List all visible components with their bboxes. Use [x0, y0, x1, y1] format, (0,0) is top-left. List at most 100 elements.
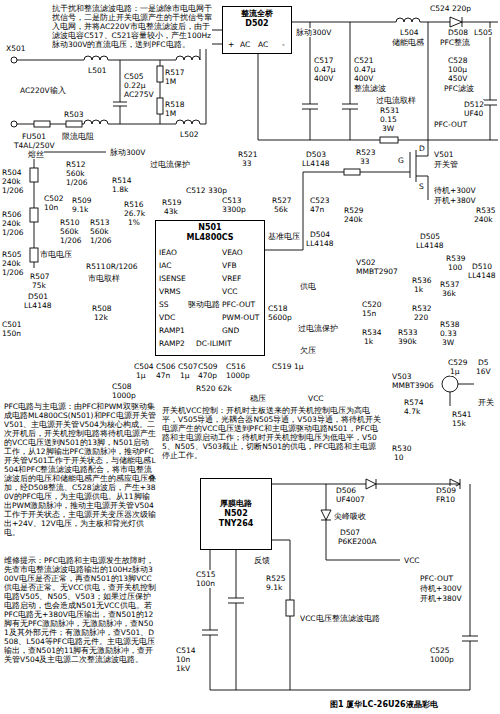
- component-label: 0.22μ: [124, 81, 145, 90]
- component-label: G: [398, 156, 404, 165]
- pin-name: ISENSE: [159, 274, 186, 283]
- component-label: R536: [412, 276, 432, 285]
- component-label: VCC电压整流滤波电路: [300, 614, 380, 623]
- component-label: 33: [360, 157, 370, 166]
- component-label: C518: [268, 304, 288, 313]
- terminal: [11, 57, 17, 63]
- wire: [272, 484, 478, 690]
- component-label: R527: [272, 196, 292, 205]
- component-label: 开机+380V: [420, 594, 462, 603]
- fuse-symbol: [34, 121, 50, 127]
- component-label: 0.47μ: [314, 65, 335, 74]
- component-label: D509: [436, 486, 456, 495]
- component-label: 100μ: [448, 65, 467, 74]
- component-label: AC: [240, 40, 250, 49]
- component-label: R504: [2, 168, 22, 177]
- component-label: 390k: [398, 337, 417, 346]
- ic-label: N501: [198, 223, 221, 233]
- pin-name: IEAO: [159, 248, 177, 257]
- component-label: S: [419, 182, 424, 191]
- component-label: 1μ: [180, 371, 190, 380]
- resistor-symbol: [66, 121, 82, 127]
- component-label: C525: [430, 646, 450, 655]
- resistor-symbol: [380, 137, 398, 143]
- component-label: 欠压: [300, 346, 316, 355]
- component-label: 26.7k: [124, 209, 145, 218]
- component-label: 100: [448, 263, 462, 272]
- component-label: PFC-OUT: [434, 120, 467, 129]
- component-label: R523: [356, 148, 376, 157]
- component-label: R517: [165, 68, 185, 77]
- component-label: PFC滤波: [444, 84, 474, 93]
- pin-name: PFC-OUT: [222, 300, 255, 309]
- component-label: 待机+300V: [434, 186, 476, 195]
- component-label: 1M: [165, 109, 176, 118]
- component-label: C523: [310, 196, 330, 205]
- component-label: C516: [226, 362, 246, 371]
- resistor-symbol: [30, 168, 38, 182]
- component-label: 240k: [2, 219, 21, 228]
- component-label: +: [228, 40, 234, 49]
- component-label: P6KE200A: [338, 537, 376, 546]
- pin-name: GND: [222, 326, 239, 335]
- component-label: R529: [344, 206, 364, 215]
- figure-caption: 图1 厦华LC-26U26液晶彩电: [330, 700, 438, 710]
- component-label: C521: [354, 56, 374, 65]
- component-label: LL4148: [302, 159, 329, 168]
- diode-symbol: [366, 479, 376, 489]
- component-label: R505: [2, 250, 22, 259]
- pin-name: RAMP2: [159, 339, 185, 348]
- component-label: R506: [2, 210, 22, 219]
- component-label: 市电取样: [88, 274, 120, 283]
- component-label: VCC: [308, 394, 324, 403]
- component-label: 9.1k: [266, 583, 282, 592]
- wire: [34, 152, 106, 268]
- component-label: AC: [258, 40, 268, 49]
- component-label: FR10: [436, 495, 455, 504]
- component-label: V503: [392, 372, 411, 381]
- component-label: D512: [464, 100, 484, 109]
- ic-box: 厚膜电路N502TNY264: [200, 478, 272, 550]
- component-label: 开关管: [434, 160, 458, 169]
- component-label: 1μ: [136, 371, 146, 380]
- component-label: UF4007: [336, 495, 365, 504]
- component-label: 3300p: [222, 205, 246, 214]
- component-label: AC275V: [124, 90, 154, 99]
- component-label: C508: [112, 382, 132, 391]
- component-label: R537: [440, 280, 460, 289]
- component-label: 1kV: [176, 664, 190, 673]
- component-label: R532: [412, 304, 432, 313]
- pin-name: DC-ILIMIT: [196, 339, 232, 348]
- inductor-symbol: [396, 18, 420, 22]
- component-label: R574: [404, 398, 424, 407]
- component-label: 开关: [478, 398, 494, 407]
- component-label: R533: [398, 328, 418, 337]
- mosfet-symbol: [410, 22, 428, 200]
- component-label: D506: [336, 486, 356, 495]
- terminal: [11, 121, 17, 127]
- component-label: 75k: [32, 281, 46, 290]
- component-label: PFC整流: [440, 38, 470, 47]
- component-label: 15k: [452, 419, 466, 428]
- component-label: 1/206: [60, 236, 82, 245]
- component-label: 240k: [2, 177, 21, 186]
- pin-name: SS: [159, 300, 169, 309]
- component-label: 3W: [382, 124, 394, 133]
- pin-name: PWM-OUT: [222, 313, 259, 322]
- component-label: LL4148: [24, 301, 51, 310]
- component-label: R508: [92, 304, 112, 313]
- component-label: C528: [448, 56, 468, 65]
- component-label: 整流滤波: [354, 84, 386, 93]
- component-label: 9.1k: [72, 205, 88, 214]
- component-label: 1M: [165, 77, 176, 86]
- component-label: 待机+300V: [420, 584, 462, 593]
- component-label: C506: [156, 362, 176, 371]
- component-label: X501: [6, 44, 25, 53]
- component-label: R512: [66, 160, 86, 169]
- component-label: R535: [476, 206, 496, 215]
- component-label: 1%: [128, 218, 140, 227]
- resistor-symbol: [30, 248, 38, 262]
- component-label: 36k: [442, 289, 456, 298]
- component-label: C524 220p: [430, 4, 471, 13]
- component-label: MMBT3906: [392, 381, 434, 390]
